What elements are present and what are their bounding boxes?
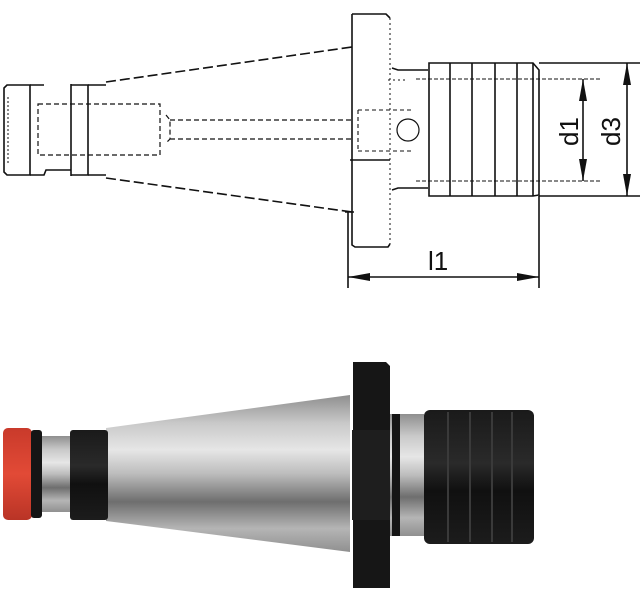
inner-bore — [37, 103, 161, 156]
label-d1: d1 — [554, 117, 584, 146]
label-d3: d3 — [596, 117, 626, 146]
arrow-d3-bottom — [623, 174, 631, 196]
cross-hole — [396, 118, 420, 142]
steel-neck — [42, 436, 70, 512]
arrow-l1-left — [348, 273, 370, 281]
red-cap — [3, 428, 32, 520]
arrow-d3-top — [623, 63, 631, 85]
arrow-d1-top — [579, 79, 587, 101]
technical-drawing: l1 d1 d3 — [3, 13, 640, 288]
neck-outline — [30, 84, 89, 176]
label-l1: l1 — [428, 246, 448, 276]
black-ring-small — [31, 430, 42, 518]
flange-outline — [351, 13, 391, 248]
chuck-body-outline — [428, 62, 540, 197]
black-collar — [70, 430, 108, 520]
product-photo — [3, 362, 534, 588]
arrow-l1-right — [517, 273, 539, 281]
taper-outline — [105, 46, 353, 213]
black-chuck — [424, 410, 534, 544]
taper-cone — [106, 395, 350, 552]
arrow-d1-bottom — [579, 159, 587, 181]
